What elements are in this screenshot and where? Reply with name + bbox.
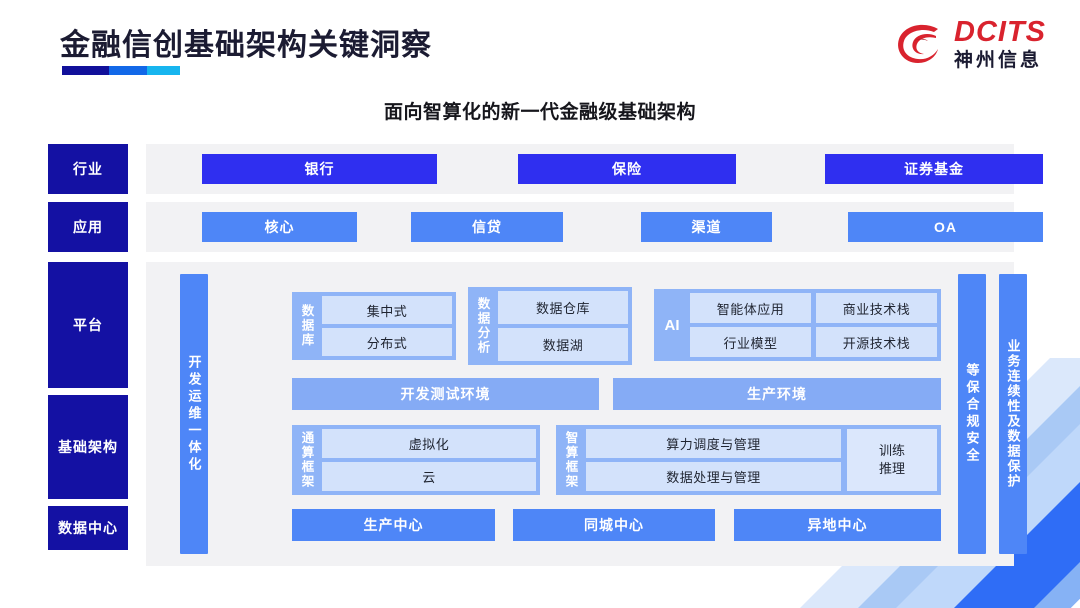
platform-item-commercial-stack[interactable]: 商业技术栈 <box>816 293 937 323</box>
infra-group-general-compute[interactable]: 通算框架 虚拟化 云 <box>292 425 540 495</box>
industry-block-securities[interactable]: 证券基金 <box>825 154 1043 184</box>
platform-group-ai[interactable]: AI 智能体应用 行业模型 商业技术栈 开源技术栈 <box>654 289 941 361</box>
platform-item-opensource-stack[interactable]: 开源技术栈 <box>816 327 937 357</box>
page-title: 金融信创基础架构关键洞察 <box>60 29 432 62</box>
dcits-swirl-icon <box>894 19 946 69</box>
vertical-bar-business-continuity[interactable]: 业务连续性及数据保护 <box>999 274 1027 554</box>
platform-item-industry-model[interactable]: 行业模型 <box>690 327 811 357</box>
platform-item-data-warehouse[interactable]: 数据仓库 <box>498 291 628 324</box>
group-label-data-analysis: 数据分析 <box>475 297 490 355</box>
datacenter-remote[interactable]: 异地中心 <box>734 509 941 541</box>
industry-block-insurance[interactable]: 保险 <box>518 154 736 184</box>
platform-group-database[interactable]: 数据库 集中式 分布式 <box>292 292 456 360</box>
logo-text-cn: 神州信息 <box>954 50 1043 71</box>
architecture-diagram: 行业 银行 保险 证券基金 应用 核心 信贷 渠道 OA 平台 基础架构 数据中… <box>48 142 1043 566</box>
vertical-bar-devops[interactable]: 开发运维一体化 <box>180 274 208 554</box>
application-block-channel[interactable]: 渠道 <box>641 212 772 242</box>
datacenter-production[interactable]: 生产中心 <box>292 509 495 541</box>
group-label-ai: AI <box>664 316 680 334</box>
layer-tag-application: 应用 <box>48 202 128 252</box>
platform-item-agent-app[interactable]: 智能体应用 <box>690 293 811 323</box>
infra-item-train-infer[interactable]: 训练 推理 <box>847 429 937 491</box>
title-underline-rule <box>62 66 180 75</box>
diagram-subtitle: 面向智算化的新一代金融级基础架构 <box>383 102 696 123</box>
group-label-general-compute: 通算框架 <box>299 431 314 489</box>
layer-tag-datacenter: 数据中心 <box>48 506 128 550</box>
infra-item-virtualization[interactable]: 虚拟化 <box>322 429 536 458</box>
platform-env-dev-test[interactable]: 开发测试环境 <box>292 378 599 410</box>
group-label-database: 数据库 <box>299 304 314 348</box>
infra-item-data-processing[interactable]: 数据处理与管理 <box>586 462 841 491</box>
vertical-bar-compliance-security[interactable]: 等保合规安全 <box>958 274 986 554</box>
layer-tag-platform: 平台 <box>48 262 128 388</box>
industry-panel: 银行 保险 证券基金 <box>146 144 1043 194</box>
industry-block-bank[interactable]: 银行 <box>202 154 437 184</box>
layer-tag-industry: 行业 <box>48 144 128 194</box>
application-panel: 核心 信贷 渠道 OA <box>146 202 1043 252</box>
group-label-intelligent-compute: 智算框架 <box>563 431 578 489</box>
platform-group-data-analysis[interactable]: 数据分析 数据仓库 数据湖 <box>468 287 632 365</box>
datacenter-metro[interactable]: 同城中心 <box>513 509 715 541</box>
application-block-oa[interactable]: OA <box>848 212 1043 242</box>
logo-text-en: DCITS <box>954 16 1046 48</box>
layer-tag-infrastructure: 基础架构 <box>48 395 128 499</box>
infra-group-intelligent-compute[interactable]: 智算框架 算力调度与管理 数据处理与管理 训练 推理 <box>556 425 941 495</box>
platform-item-distributed[interactable]: 分布式 <box>322 328 452 356</box>
application-block-core[interactable]: 核心 <box>202 212 357 242</box>
platform-item-centralized[interactable]: 集中式 <box>322 296 452 324</box>
platform-infrastructure-panel: 开发运维一体化 数据库 集中式 分布式 数据分析 数据仓库 数据湖 AI <box>146 262 1027 566</box>
infra-item-compute-scheduling[interactable]: 算力调度与管理 <box>586 429 841 458</box>
brand-logo: DCITS 神州信息 <box>894 18 1046 70</box>
application-block-credit[interactable]: 信贷 <box>411 212 563 242</box>
platform-env-production[interactable]: 生产环境 <box>613 378 941 410</box>
infra-item-cloud[interactable]: 云 <box>322 462 536 491</box>
platform-item-data-lake[interactable]: 数据湖 <box>498 328 628 361</box>
